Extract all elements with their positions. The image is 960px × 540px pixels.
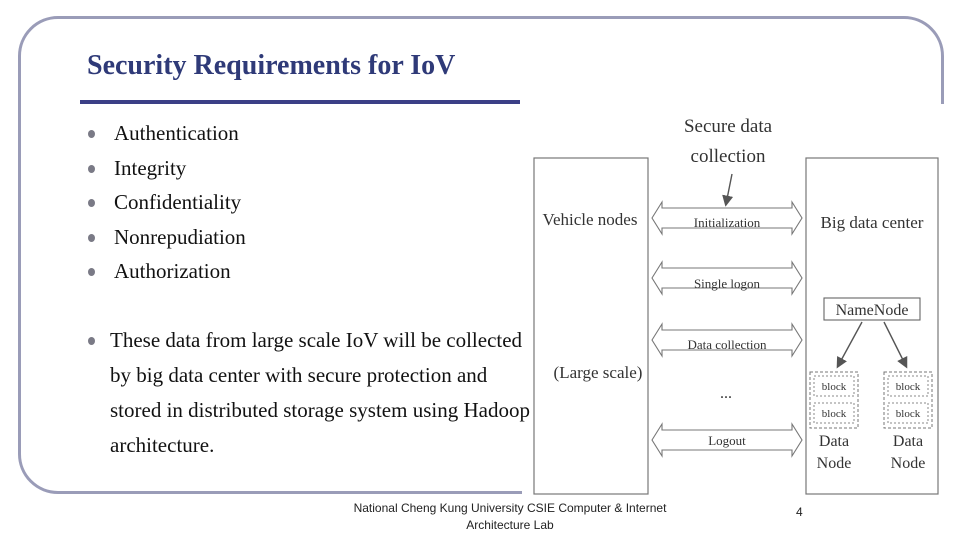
namenode-left-arrow-icon (836, 321, 863, 369)
bullet-dot-icon (88, 233, 95, 242)
bullet-item: Nonrepudiation (86, 220, 526, 255)
block-label: block (822, 408, 847, 420)
bullet-dot-icon (88, 336, 95, 345)
bullet-dot-icon (88, 199, 95, 207)
arrow-label: Data collection (687, 337, 767, 352)
big-data-center-box (805, 157, 939, 495)
big-data-center-label: Big data center (821, 213, 924, 232)
title-underline (80, 100, 520, 104)
paragraph-text: These data from large scale IoV will be … (110, 327, 530, 457)
bullet-text: Authorization (114, 259, 231, 283)
namenode-label: NameNode (836, 302, 909, 319)
arrow-label: Initialization (694, 215, 761, 230)
bullet-text: Integrity (114, 155, 187, 180)
block-cell (813, 375, 855, 397)
frame-gap-bottom (0, 496, 960, 540)
description-paragraph: These data from large scale IoV will be … (86, 323, 540, 463)
secure-data-label-line1: Secure data (684, 116, 773, 137)
block-cell (887, 375, 929, 397)
bullet-dot-icon (88, 164, 95, 173)
footer-line-1: National Cheng Kung University CSIE Comp… (353, 501, 667, 515)
block-cell (887, 402, 929, 424)
bullet-item: Authentication (86, 116, 526, 151)
arrow-label: Logout (708, 433, 746, 448)
datanode-1-label-line2: Node (817, 455, 852, 472)
architecture-diagram: Vehicle nodes (Large scale) Big data cen… (530, 108, 944, 498)
ellipsis-label: ... (720, 385, 732, 402)
block-label: block (896, 381, 921, 393)
slide-title: Security Requirements for IoV (87, 50, 456, 81)
bullet-item: Authorization (86, 254, 526, 289)
block-label: block (822, 381, 847, 393)
bullet-item: Confidentiality (86, 185, 526, 220)
datanode-2-label-line2: Node (891, 455, 926, 472)
datanode-2-label-line1: Data (893, 433, 923, 450)
bullet-list: Authentication Integrity Confidentiality… (86, 116, 530, 463)
diagram-svg: Vehicle nodes (Large scale) Big data cen… (533, 116, 939, 495)
bullet-text: Nonrepudiation (114, 224, 246, 249)
bullet-dot-icon (88, 268, 95, 276)
footer-line-2: Architecture Lab (466, 518, 554, 532)
arrow-data-collection: Data collection (651, 322, 803, 358)
page-number: 4 (796, 505, 803, 519)
namenode-right-arrow-icon (883, 321, 908, 369)
block-label: block (896, 408, 921, 420)
vehicle-nodes-label: Vehicle nodes (543, 210, 638, 229)
bullet-text: Confidentiality (114, 190, 242, 214)
secure-data-label-line2: collection (691, 146, 766, 167)
arrow-logout: Logout (651, 422, 803, 458)
bullet-text: Authentication (114, 121, 239, 145)
large-scale-label: (Large scale) (554, 363, 643, 382)
bullet-item: Integrity (86, 151, 526, 186)
arrow-initialization: Initialization (651, 200, 803, 236)
datanode-1-label-line1: Data (819, 433, 849, 450)
vehicle-nodes-box (533, 157, 649, 495)
down-arrow-icon (722, 173, 734, 207)
slide-footer: National Cheng Kung University CSIE Comp… (300, 500, 720, 534)
arrow-single-logon: Single logon (651, 260, 803, 296)
bullet-dot-icon (88, 130, 95, 138)
arrow-label: Single logon (694, 276, 761, 291)
block-cell (813, 402, 855, 424)
namenode-box (823, 297, 921, 321)
